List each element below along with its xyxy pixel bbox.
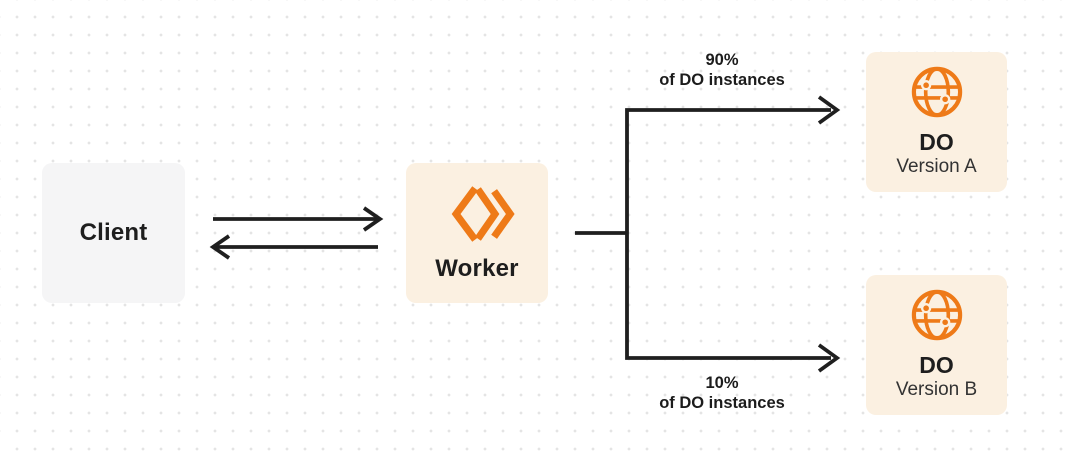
do-a-title: DO bbox=[919, 129, 954, 155]
do-b-subtitle: Version B bbox=[895, 379, 978, 400]
worker-label: Worker bbox=[435, 255, 519, 282]
edge-label-10-percent-caption: of DO instances bbox=[659, 394, 785, 412]
globe-icon bbox=[908, 63, 966, 121]
do-version-b-node: DO Version B bbox=[866, 275, 1007, 415]
globe-icon bbox=[908, 286, 966, 344]
worker-node: Worker bbox=[406, 163, 548, 303]
edge-label-90-percent: 90% of DO instances bbox=[622, 50, 822, 90]
edge-label-90-percent-value: 90% bbox=[705, 51, 739, 69]
workers-logo-icon bbox=[439, 176, 515, 252]
client-label: Client bbox=[79, 219, 148, 246]
edge-label-10-percent-value: 10% bbox=[705, 374, 739, 392]
edge-label-90-percent-caption: of DO instances bbox=[659, 71, 785, 89]
arrow-to-do-b-head-icon bbox=[817, 343, 841, 373]
worker-to-client-arrowhead-icon bbox=[209, 234, 231, 260]
client-node: Client bbox=[42, 163, 185, 303]
client-to-worker-arrowhead-icon bbox=[362, 206, 384, 232]
edge-label-10-percent: 10% of DO instances bbox=[622, 373, 822, 413]
do-a-subtitle: Version A bbox=[896, 156, 977, 177]
arrow-to-do-a-head-icon bbox=[817, 95, 841, 125]
do-b-title: DO bbox=[919, 352, 954, 378]
do-version-a-node: DO Version A bbox=[866, 52, 1007, 192]
branch-connector bbox=[625, 108, 831, 360]
